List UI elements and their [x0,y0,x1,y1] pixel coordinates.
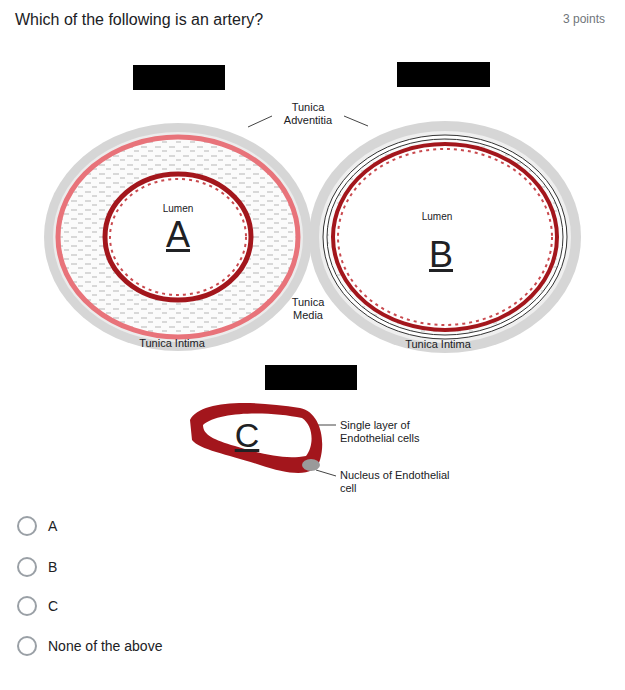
vessel-letter: B [429,234,453,275]
callout-label: Single layer of Endothelial cells [340,419,450,444]
layer-label: Tunica Media [283,296,333,321]
points-value: 3 points [563,13,605,27]
radio-button [18,637,36,655]
redaction-bar [265,365,357,390]
redaction-bar [397,62,490,87]
question-title: Which of the following is an artery? [15,11,263,29]
vessel-letter: C [235,416,260,455]
answer-option: C [48,598,58,614]
radio-button [18,517,36,535]
vessel-cross-section: LumenB [305,115,595,365]
leader-line [248,116,272,127]
lumen-label: Lumen [163,203,194,215]
leader-line [318,425,336,426]
answer-option: None of the above [48,638,162,654]
answer-option: A [48,518,57,534]
radio-button [18,558,36,576]
lumen-label: Lumen [422,211,453,223]
vessel-cross-section: LumenA [40,115,320,360]
vessel-letter: A [166,214,190,255]
layer-label: Tunica Intima [405,338,471,351]
vessel-cross-section: C [180,395,330,485]
leader-line [344,116,368,126]
leader-line [316,470,336,476]
redaction-bar [133,65,225,90]
answer-option: B [48,559,57,575]
layer-label: Tunica Adventitia [275,101,341,126]
radio-button [18,597,36,615]
layer-label: Tunica Intima [139,337,205,350]
callout-label: Nucleus of Endothelial cell [340,469,450,494]
